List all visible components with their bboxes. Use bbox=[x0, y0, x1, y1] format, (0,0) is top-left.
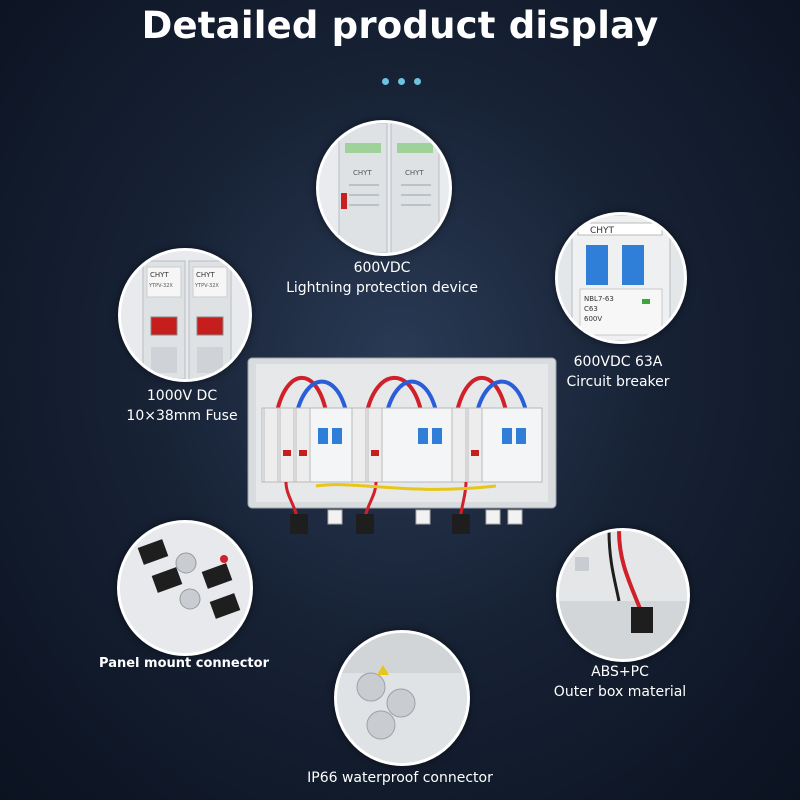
fuse-brand-text: CHYT bbox=[150, 271, 169, 279]
spd-brand-text: CHYT bbox=[405, 169, 424, 177]
panel-connector-closeup bbox=[117, 520, 253, 656]
page-title: Detailed product display bbox=[141, 4, 659, 47]
material-label-line1: ABS+PC bbox=[591, 664, 649, 680]
material-label: ABS+PC Outer box material bbox=[536, 662, 704, 702]
breaker-label: 600VDC 63A Circuit breaker bbox=[530, 352, 706, 392]
carousel-dot bbox=[398, 78, 405, 85]
fuse-label-line2: 10×38mm Fuse bbox=[126, 408, 238, 424]
carousel-dots bbox=[382, 78, 422, 86]
waterproof-connector-label: IP66 waterproof connector bbox=[292, 768, 508, 788]
breaker-brand-text: CHYT bbox=[590, 226, 615, 236]
breaker-model-text: NBL7-63 bbox=[584, 295, 614, 303]
breaker-rating-text: C63 bbox=[584, 305, 598, 313]
carousel-dot bbox=[382, 78, 389, 85]
breaker-label-line2: Circuit breaker bbox=[566, 374, 670, 390]
combiner-box-photo bbox=[246, 356, 558, 534]
spd-label-line1: 600VDC bbox=[353, 260, 411, 276]
waterproof-connector-label-line1: IP66 waterproof connector bbox=[307, 770, 493, 786]
spd-brand-text: CHYT bbox=[353, 169, 372, 177]
fuse-label: 1000V DC 10×38mm Fuse bbox=[112, 386, 252, 426]
fuse-model-text: YTPV-32X bbox=[148, 283, 173, 289]
fuse-label-line1: 1000V DC bbox=[146, 388, 218, 404]
fuse-model-text: YTPV-32X bbox=[194, 283, 219, 289]
spd-label: 600VDC Lightning protection device bbox=[250, 258, 514, 298]
fuse-brand-text: CHYT bbox=[196, 271, 215, 279]
spd-label-line2: Lightning protection device bbox=[286, 280, 478, 296]
waterproof-connector-closeup bbox=[334, 630, 470, 766]
carousel-dot bbox=[414, 78, 421, 85]
breaker-voltage-text: 600V bbox=[584, 315, 602, 323]
breaker-closeup: CHYT NBL7-63 C63 600V bbox=[555, 212, 687, 344]
panel-connector-label-line1: Panel mount connector bbox=[99, 656, 269, 671]
breaker-label-line1: 600VDC 63A bbox=[573, 354, 663, 370]
material-closeup bbox=[556, 528, 690, 662]
panel-connector-label: Panel mount connector bbox=[96, 654, 272, 674]
fuse-closeup: CHYT CHYT YTPV-32X YTPV-32X bbox=[118, 248, 252, 382]
spd-closeup: CHYT CHYT bbox=[316, 120, 452, 256]
material-label-line2: Outer box material bbox=[553, 684, 687, 700]
